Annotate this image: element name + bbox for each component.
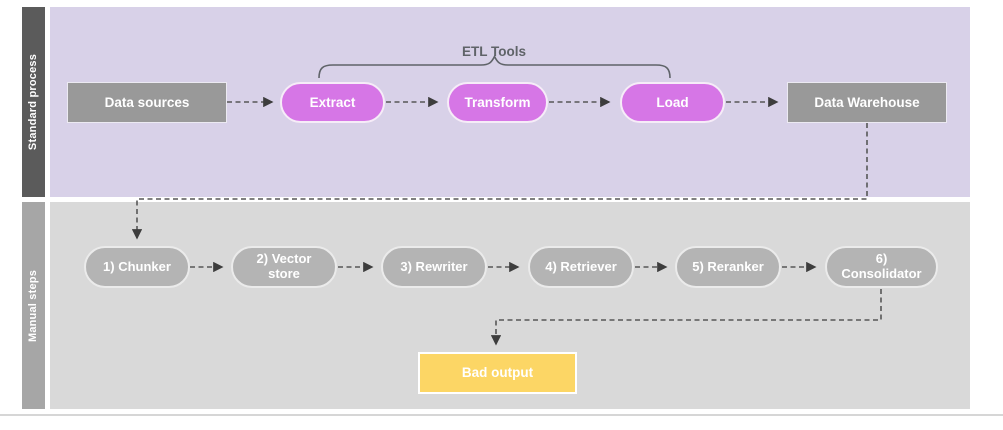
node-bad-output-label: Bad output (461, 365, 534, 381)
node-retriever-label: 4) Retriever (545, 258, 617, 274)
node-vector-store-label: 2) Vector store (256, 251, 312, 281)
lane-tab-manual-steps: Manual steps (22, 202, 45, 409)
node-data-warehouse: Data Warehouse (787, 82, 947, 123)
page-separator (0, 414, 1003, 416)
node-reranker: 5) Reranker (675, 246, 781, 288)
node-data-warehouse-label: Data Warehouse (814, 94, 920, 110)
node-chunker-label: 1) Chunker (103, 258, 171, 274)
node-rewriter: 3) Rewriter (381, 246, 487, 288)
node-extract: Extract (280, 82, 385, 123)
node-load: Load (620, 82, 725, 123)
node-retriever: 4) Retriever (528, 246, 634, 288)
lane-tab-standard-process: Standard process (22, 7, 45, 197)
node-rewriter-label: 3) Rewriter (400, 258, 468, 274)
node-chunker: 1) Chunker (84, 246, 190, 288)
lane-label-manual-steps: Manual steps (27, 269, 40, 342)
node-transform-label: Transform (464, 94, 531, 110)
node-consolidator-label: 6) Consolidator (841, 251, 922, 281)
node-data-sources-label: Data sources (104, 94, 190, 110)
node-bad-output: Bad output (418, 352, 577, 394)
node-consolidator: 6) Consolidator (825, 246, 938, 288)
node-vector-store: 2) Vector store (231, 246, 337, 288)
node-transform: Transform (447, 82, 548, 123)
node-reranker-label: 5) Reranker (692, 258, 764, 274)
etl-tools-caption: ETL Tools (462, 44, 526, 59)
node-extract-label: Extract (309, 94, 356, 110)
lane-label-standard-process: Standard process (27, 53, 40, 151)
node-data-sources: Data sources (67, 82, 227, 123)
node-load-label: Load (656, 94, 689, 110)
